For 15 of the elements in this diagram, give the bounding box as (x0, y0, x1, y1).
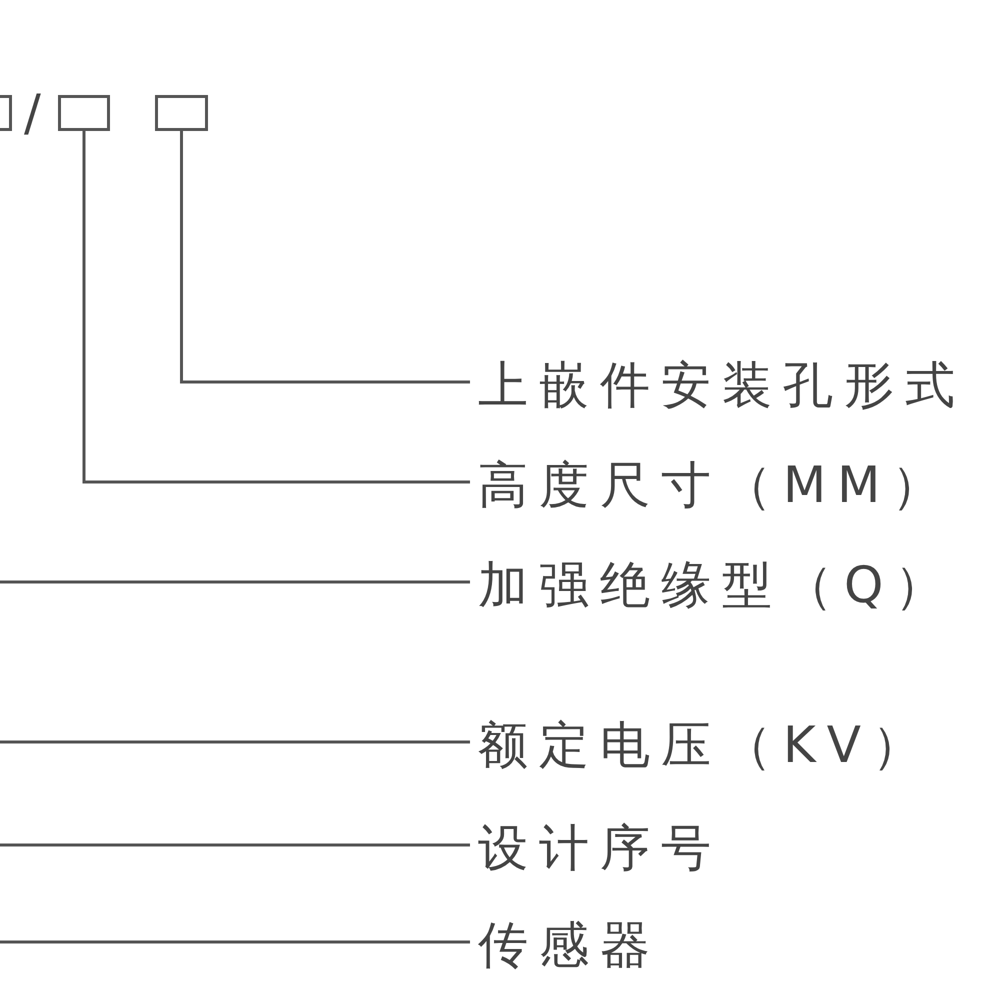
leader-line (180, 131, 470, 384)
leader-line (0, 940, 470, 944)
designation-label: 额定电压（KV） (478, 715, 933, 775)
designation-label: 加强绝缘型（Q） (478, 555, 956, 615)
leader-line (82, 131, 470, 484)
leader-line (0, 740, 470, 744)
separator-slash: / (24, 88, 41, 138)
code-box (58, 95, 110, 131)
designation-label: 高度尺寸（MM） (478, 455, 952, 515)
leader-line (0, 844, 470, 846)
leader-line (0, 580, 470, 584)
designation-label: 上嵌件安装孔形式 (478, 355, 966, 415)
code-box (155, 95, 208, 131)
designation-label: 设计序号 (478, 818, 722, 878)
designation-label: 传感器 (478, 915, 661, 975)
